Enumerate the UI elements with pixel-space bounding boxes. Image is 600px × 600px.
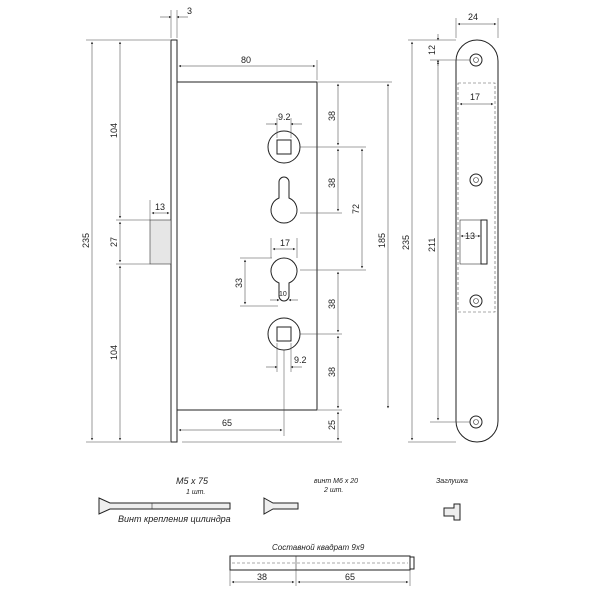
small-screw bbox=[263, 497, 299, 515]
lower-spindle-square bbox=[276, 326, 292, 342]
strike-latch-opening bbox=[459, 219, 488, 265]
strike-screw-bottom bbox=[469, 415, 483, 429]
dim-inner-height: 185 bbox=[377, 233, 387, 248]
small-screw-label: винт М6 х 20 bbox=[314, 478, 358, 485]
dim-spindle-rod-b: 65 bbox=[345, 572, 355, 582]
parts: M5 x 75 1 шт. Винт крепления цилиндра ви… bbox=[98, 476, 468, 586]
strike-screw-1 bbox=[469, 173, 483, 187]
upper-cylinder-hole bbox=[270, 176, 298, 224]
latch-bolt bbox=[149, 219, 172, 265]
strike-window-outline bbox=[457, 82, 496, 313]
upper-spindle-square bbox=[276, 139, 292, 155]
spindle-caption: Составной квадрат 9х9 bbox=[272, 543, 365, 552]
dim-bolt-height: 27 bbox=[109, 237, 119, 247]
lock-body bbox=[149, 39, 318, 443]
dim-cylinder-narrow: 10 bbox=[279, 291, 287, 298]
screw-label: M5 x 75 bbox=[176, 476, 209, 486]
dim-faceplate-thickness: 3 bbox=[187, 6, 192, 16]
dim-bottom-margin: 25 bbox=[327, 420, 337, 430]
dim-strike-inner: 211 bbox=[427, 238, 437, 252]
strike-screw-top bbox=[469, 53, 483, 67]
right-dimensions: 38 38 38 38 25 72 185 bbox=[182, 81, 392, 443]
dim-strike-overall: 235 bbox=[401, 235, 411, 250]
dim-strike-bolt: 13 bbox=[465, 231, 475, 241]
strike-tab bbox=[480, 219, 488, 265]
dim-lower-offset: 38 bbox=[327, 367, 337, 377]
dim-spindle-distance: 72 bbox=[351, 204, 361, 214]
dim-spindle-square-lower: 9.2 bbox=[294, 355, 307, 365]
dim-strike-window: 17 bbox=[470, 92, 480, 102]
case-dimensions: 80 9.2 17 33 10 9.2 65 bbox=[178, 55, 318, 436]
dim-strike-width: 24 bbox=[468, 12, 478, 22]
dim-spindle-square: 9.2 bbox=[278, 112, 291, 122]
lock-case bbox=[176, 81, 318, 411]
upper-spindle-hub bbox=[267, 130, 301, 164]
screw-qty: 1 шт. bbox=[186, 489, 205, 496]
dim-backset: 65 bbox=[222, 418, 232, 428]
dim-overall-height: 235 bbox=[81, 233, 91, 248]
dim-top-upper: 104 bbox=[109, 123, 119, 138]
lower-spindle-hub bbox=[267, 317, 301, 351]
plug bbox=[443, 503, 461, 521]
strike-plate-body bbox=[455, 39, 499, 443]
dim-cyl-gap: 38 bbox=[327, 178, 337, 188]
dim-cyl-lower-gap: 38 bbox=[327, 299, 337, 309]
dim-bolt-width: 13 bbox=[155, 202, 165, 212]
small-screw-qty: 2 шт. bbox=[323, 487, 343, 494]
dim-cylinder-height: 33 bbox=[234, 278, 244, 288]
dim-cylinder-width: 17 bbox=[280, 238, 290, 248]
strike-plate: 24 12 235 211 17 13 bbox=[401, 12, 499, 443]
dim-case-width: 80 bbox=[241, 55, 251, 65]
screw-caption: Винт крепления цилиндра bbox=[118, 514, 231, 524]
dim-spindle-rod-a: 38 bbox=[257, 572, 267, 582]
cylinder-screw bbox=[98, 497, 231, 515]
dim-cyl-upper-offset: 38 bbox=[327, 111, 337, 121]
plug-caption: Заглушка bbox=[436, 478, 468, 485]
dim-strike-top: 12 bbox=[427, 45, 437, 55]
strike-screw-2 bbox=[469, 294, 483, 308]
lower-cylinder-hole bbox=[270, 257, 298, 302]
left-dimensions: 3 235 104 27 104 13 bbox=[81, 6, 192, 443]
faceplate bbox=[170, 39, 178, 443]
dim-lower: 104 bbox=[109, 345, 119, 360]
